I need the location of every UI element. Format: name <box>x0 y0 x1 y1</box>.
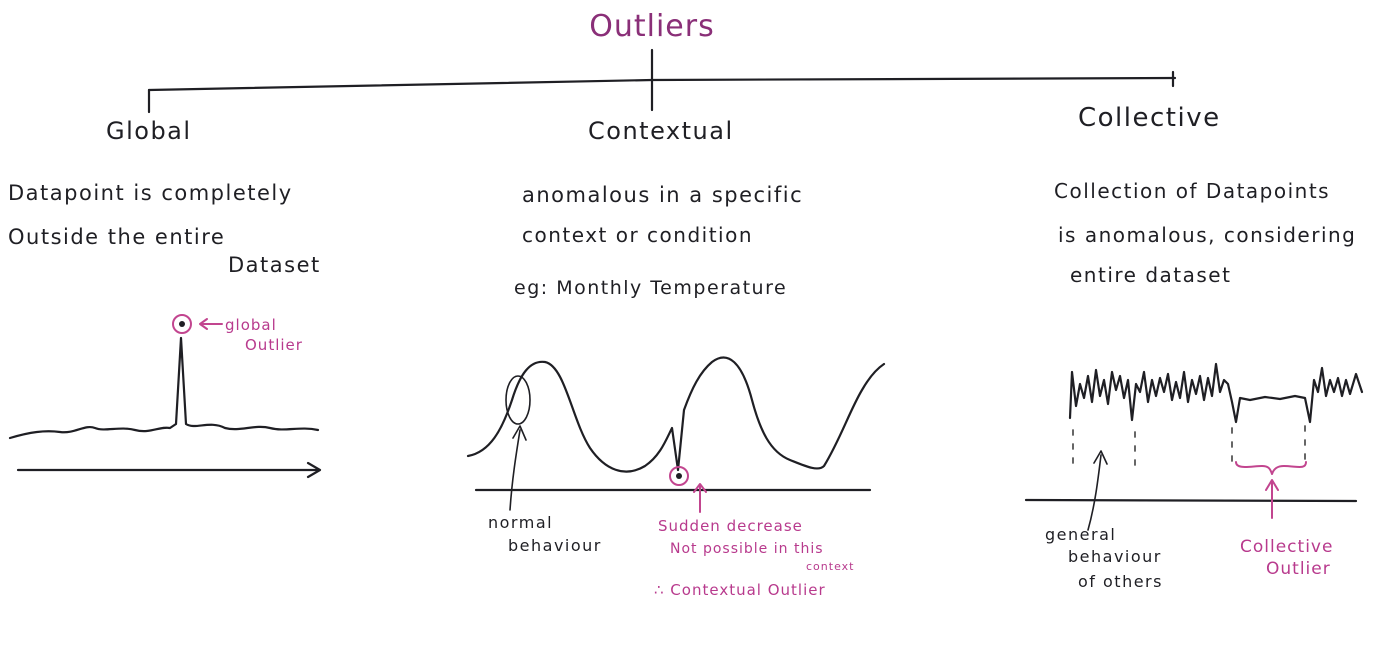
collective-sketch: general behaviour of others Collective O… <box>1024 362 1364 591</box>
collective-series-line <box>1068 362 1364 424</box>
contextual-heading: Contextual <box>588 117 734 145</box>
general-behaviour-label-1: general <box>1045 525 1116 544</box>
global-outlier-point <box>179 321 185 327</box>
contextual-outlier-point <box>676 473 682 479</box>
normal-behaviour-label-2: behaviour <box>508 536 602 555</box>
contextual-example: eg: Monthly Temperature <box>514 277 787 299</box>
contextual-desc-line-1: anomalous in a specific <box>522 183 803 207</box>
global-axis-arrow <box>16 461 322 479</box>
contextual-series-line <box>466 356 886 473</box>
contextual-note-2: Not possible in this <box>670 541 824 557</box>
collective-outlier-label-2: Outlier <box>1266 559 1331 579</box>
contextual-description: anomalous in a specific context or condi… <box>514 183 803 299</box>
collective-brace <box>1235 461 1307 475</box>
normal-behaviour-ellipse <box>505 375 531 425</box>
global-heading: Global <box>106 117 192 145</box>
contextual-note-4: ∴ Contextual Outlier <box>654 581 826 599</box>
global-series-line <box>8 336 320 440</box>
global-outlier-label-2: Outlier <box>245 336 303 354</box>
collective-desc-line-1: Collection of Datapoints <box>1054 179 1330 203</box>
global-sketch: global Outlier <box>8 314 322 479</box>
collective-outlier-label-1: Collective <box>1240 537 1333 557</box>
normal-behaviour-arrow <box>509 425 527 511</box>
collective-desc-line-3: entire dataset <box>1070 263 1231 287</box>
diagram-title: Outliers <box>589 9 714 44</box>
collective-baseline <box>1024 498 1358 503</box>
contextual-desc-line-2: context or condition <box>522 223 753 247</box>
global-desc-line-3: Dataset <box>228 253 321 277</box>
collective-heading: Collective <box>1078 103 1221 133</box>
contextual-note-1: Sudden decrease <box>658 517 803 535</box>
normal-behaviour-label-1: normal <box>488 513 553 532</box>
global-outlier-label-1: global <box>225 316 277 334</box>
contextual-sketch: normal behaviour Sudden decrease Not pos… <box>466 356 886 599</box>
global-desc-line-1: Datapoint is completely <box>8 181 293 205</box>
general-behaviour-label-3: of others <box>1078 572 1163 591</box>
contextual-note-3: context <box>806 560 854 573</box>
global-outlier-circle <box>172 314 192 334</box>
tree-connector <box>147 48 1177 114</box>
contextual-pointer-arrow <box>693 483 707 513</box>
general-behaviour-arrow <box>1087 450 1108 531</box>
contextual-outlier-circle <box>669 466 689 486</box>
collective-desc-line-2: is anomalous, considering <box>1058 223 1356 247</box>
general-behaviour-label-2: behaviour <box>1068 547 1162 566</box>
collective-description: Collection of Datapoints is anomalous, c… <box>1054 179 1356 287</box>
global-pointer-arrow <box>199 318 223 330</box>
global-description: Datapoint is completely Outside the enti… <box>8 181 321 277</box>
global-desc-line-2: Outside the entire <box>8 225 225 249</box>
collective-pointer-arrow <box>1265 479 1279 519</box>
